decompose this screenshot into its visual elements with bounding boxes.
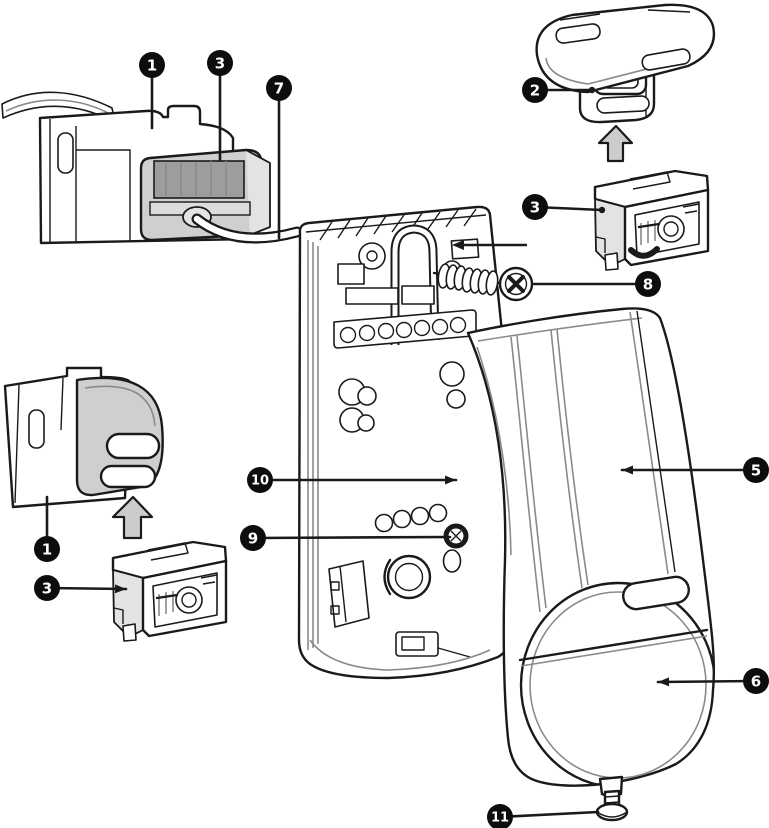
mounting-screw-with-spring xyxy=(432,263,534,302)
callout-3: 3 xyxy=(207,50,233,162)
callout-number: 3 xyxy=(530,198,540,216)
callout-number: 3 xyxy=(42,579,52,597)
cover-fixing-screw xyxy=(595,789,629,822)
callout-number: 11 xyxy=(491,811,509,826)
lens-mount-ring xyxy=(386,554,432,600)
callout-number: 8 xyxy=(643,275,653,293)
callout-number: 3 xyxy=(215,54,225,72)
callout-number: 2 xyxy=(530,81,540,99)
lens-dome xyxy=(519,581,714,786)
callout-6: 6 xyxy=(656,668,769,694)
mount-screw-slot xyxy=(555,23,601,44)
callout-8: 8 xyxy=(532,271,661,297)
callout-arrowhead xyxy=(622,465,633,475)
front-cover-outline xyxy=(466,307,716,787)
callout-arrowhead xyxy=(445,475,456,485)
callout-11: 11 xyxy=(487,804,600,828)
callout-number: 9 xyxy=(248,529,258,547)
callout-balloon xyxy=(635,271,661,297)
unlabeled-pointer-arrow xyxy=(452,240,527,250)
callout-number: 10 xyxy=(251,474,269,489)
callout-10: 10 xyxy=(247,467,458,493)
assembly-wall-bracket-side-view xyxy=(1,91,303,245)
callout-dot xyxy=(588,86,596,94)
cover-ridges xyxy=(510,310,676,613)
callout-balloon xyxy=(139,52,165,78)
callout-1: 1 xyxy=(139,52,165,130)
callout-3: 3 xyxy=(522,194,606,220)
head-slot xyxy=(105,432,161,460)
callout-balloon xyxy=(240,525,266,551)
switch-block xyxy=(328,560,370,628)
terminal-holes xyxy=(339,316,467,344)
callout-balloon xyxy=(743,457,769,483)
callout-arrowhead xyxy=(114,584,126,594)
callout-balloon xyxy=(34,575,60,601)
head-slot xyxy=(99,464,157,489)
callout-balloon xyxy=(487,804,513,828)
assembly-direction-up-arrow xyxy=(111,495,154,540)
bottom-connector xyxy=(395,631,471,658)
ceiling-mount-plate xyxy=(535,3,716,94)
callout-number: 6 xyxy=(751,672,761,690)
callout-number: 7 xyxy=(274,79,284,97)
callout-9: 9 xyxy=(240,525,452,551)
callout-2: 2 xyxy=(522,77,596,103)
callout-number: 5 xyxy=(751,461,761,479)
callout-balloon xyxy=(34,536,60,562)
phillips-cross xyxy=(507,275,525,293)
assembly-wall-bracket-front-view xyxy=(3,366,228,643)
callout-1: 1 xyxy=(34,495,60,562)
swivel-base-bracket xyxy=(111,540,228,643)
callout-arrowhead xyxy=(658,677,670,687)
callout-5: 5 xyxy=(620,457,769,483)
callout-balloon xyxy=(522,77,548,103)
detector-front-cover xyxy=(466,307,716,798)
lens-bump xyxy=(622,575,690,611)
wiring-loop xyxy=(392,226,438,345)
assembly-direction-up-arrow xyxy=(597,124,634,163)
callout-balloon xyxy=(247,467,273,493)
callout-leader-line xyxy=(45,586,128,591)
plate-slot xyxy=(57,132,74,174)
pcb-hatch xyxy=(319,208,477,241)
cable xyxy=(193,215,301,242)
callout-balloon xyxy=(743,668,769,694)
callout-leader-line xyxy=(656,679,758,684)
callout-balloon xyxy=(266,75,292,101)
callout-leader-line xyxy=(498,810,600,819)
assembly-ceiling-mount xyxy=(535,3,716,272)
callout-number: 1 xyxy=(147,56,157,74)
screw-boss xyxy=(358,242,386,270)
cable-knockouts xyxy=(338,361,466,433)
down-chevron xyxy=(628,246,660,259)
adjustment-bosses xyxy=(374,503,448,533)
callout-balloon xyxy=(522,194,548,220)
callout-leader-line xyxy=(251,535,452,540)
callout-3: 3 xyxy=(34,575,128,601)
callout-dot xyxy=(598,206,606,214)
callout-7: 7 xyxy=(266,75,292,240)
callout-number: 1 xyxy=(42,540,52,558)
mount-screw-slot xyxy=(641,48,691,71)
lens-divider xyxy=(518,628,709,662)
callout-balloon xyxy=(207,50,233,76)
detector-backplate xyxy=(297,205,522,680)
plate-slot xyxy=(28,409,45,449)
spring-coils xyxy=(437,263,499,296)
